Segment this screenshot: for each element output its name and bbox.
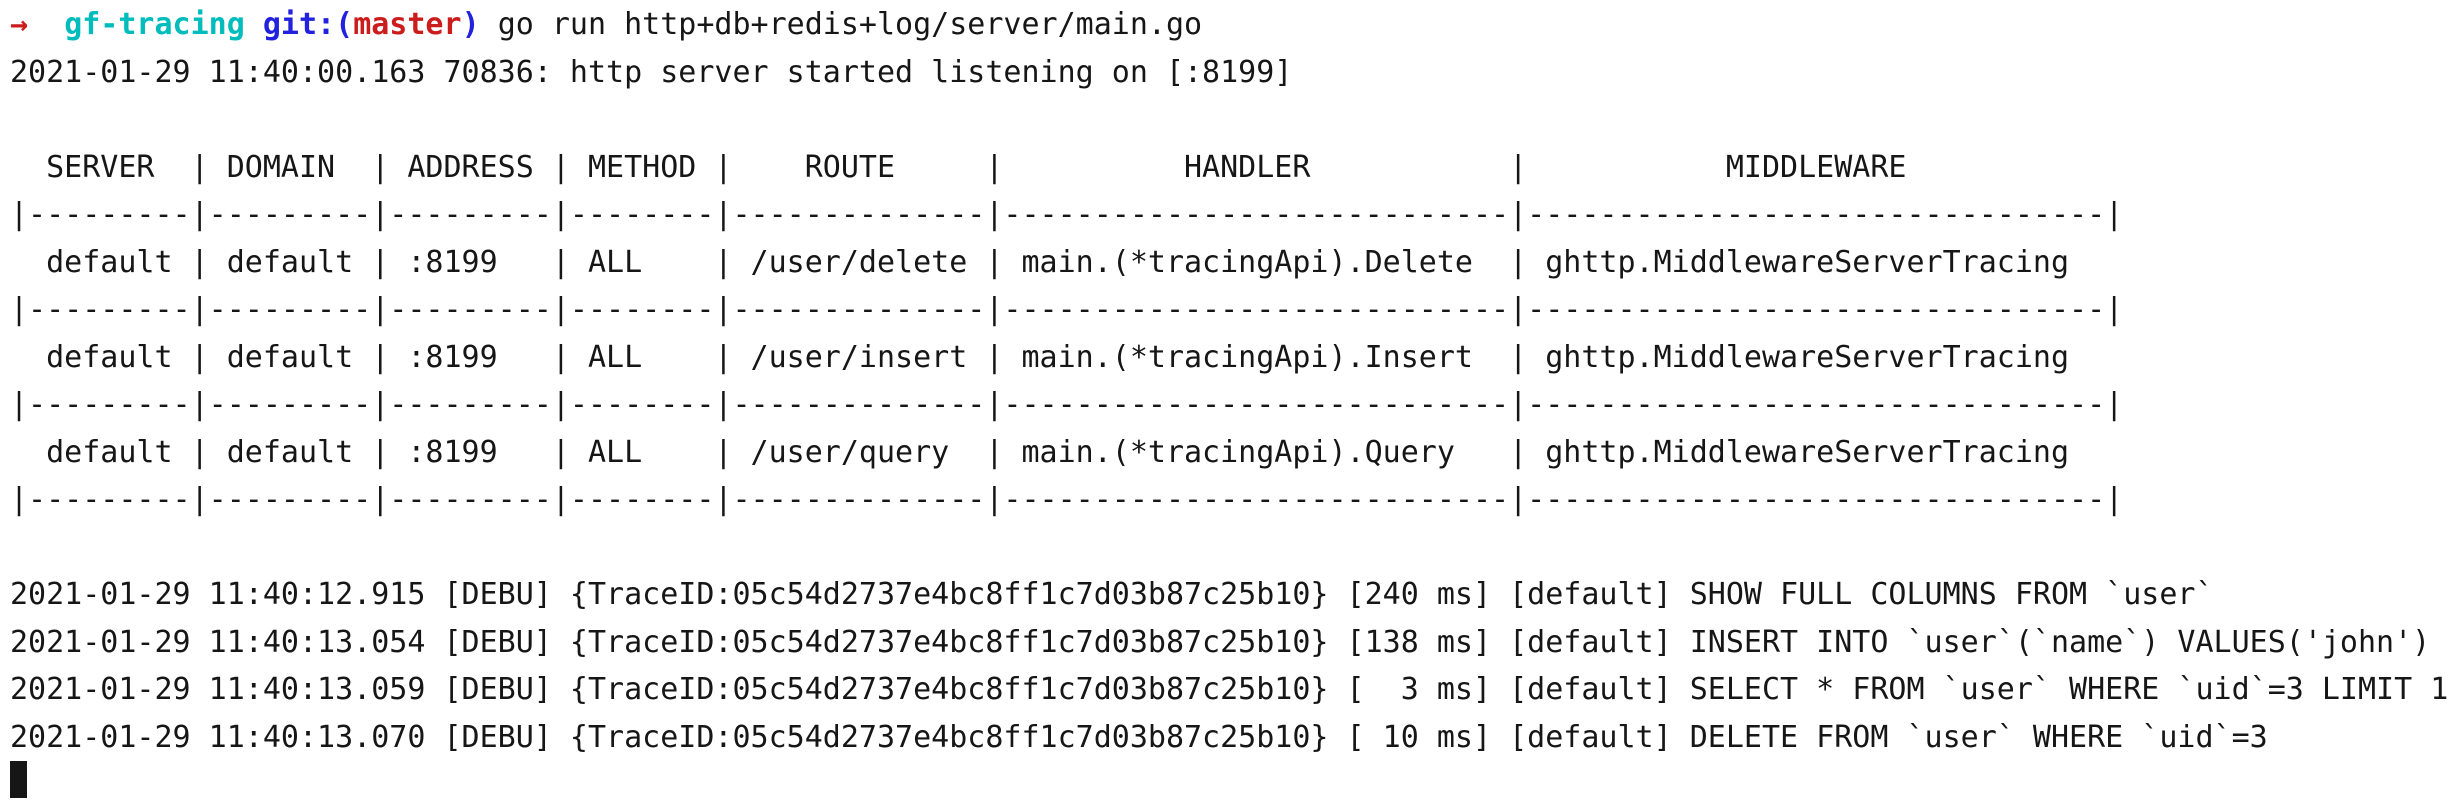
git-suffix-label: ) xyxy=(461,7,498,42)
route-table-separator: |---------|---------|---------|--------|… xyxy=(10,292,2124,327)
shell-prompt-line: → gf-tracing git:(master) go run http+db… xyxy=(10,1,2462,49)
prompt-directory: gf-tracing xyxy=(64,7,263,42)
blank-line xyxy=(10,96,2462,144)
route-table-separator: |---------|---------|---------|--------|… xyxy=(10,197,2124,232)
route-table-header: SERVER | DOMAIN | ADDRESS | METHOD | ROU… xyxy=(10,149,1907,185)
blank-line xyxy=(10,524,2462,572)
db-log-lines: 2021-01-29 11:40:12.915 [DEBU] {TraceID:… xyxy=(10,571,2462,761)
prompt-arrow-icon: → xyxy=(10,7,65,42)
git-prefix-label: git:( xyxy=(262,7,354,42)
db-log-line: 2021-01-29 11:40:13.054 [DEBU] {TraceID:… xyxy=(10,624,2431,660)
db-log-line: 2021-01-29 11:40:12.915 [DEBU] {TraceID:… xyxy=(10,577,2214,612)
route-table: SERVER | DOMAIN | ADDRESS | METHOD | ROU… xyxy=(10,144,2462,524)
route-table-row: default | default | :8199 | ALL | /user/… xyxy=(10,434,2070,470)
db-log-line: 2021-01-29 11:40:13.070 [DEBU] {TraceID:… xyxy=(10,719,2268,755)
route-table-separator: |---------|---------|---------|--------|… xyxy=(10,387,2124,422)
db-log-line: 2021-01-29 11:40:13.059 [DEBU] {TraceID:… xyxy=(10,672,2449,707)
startup-log-line: 2021-01-29 11:40:00.163 70836: http serv… xyxy=(10,54,1293,90)
terminal-cursor xyxy=(10,761,27,798)
route-table-row: default | default | :8199 | ALL | /user/… xyxy=(10,339,2070,375)
shell-command: go run http+db+redis+log/server/main.go xyxy=(497,7,1203,42)
route-table-row: default | default | :8199 | ALL | /user/… xyxy=(10,244,2070,280)
git-branch-name: master xyxy=(353,7,462,42)
route-table-separator: |---------|---------|---------|--------|… xyxy=(10,482,2124,517)
cursor-line xyxy=(10,761,2462,808)
